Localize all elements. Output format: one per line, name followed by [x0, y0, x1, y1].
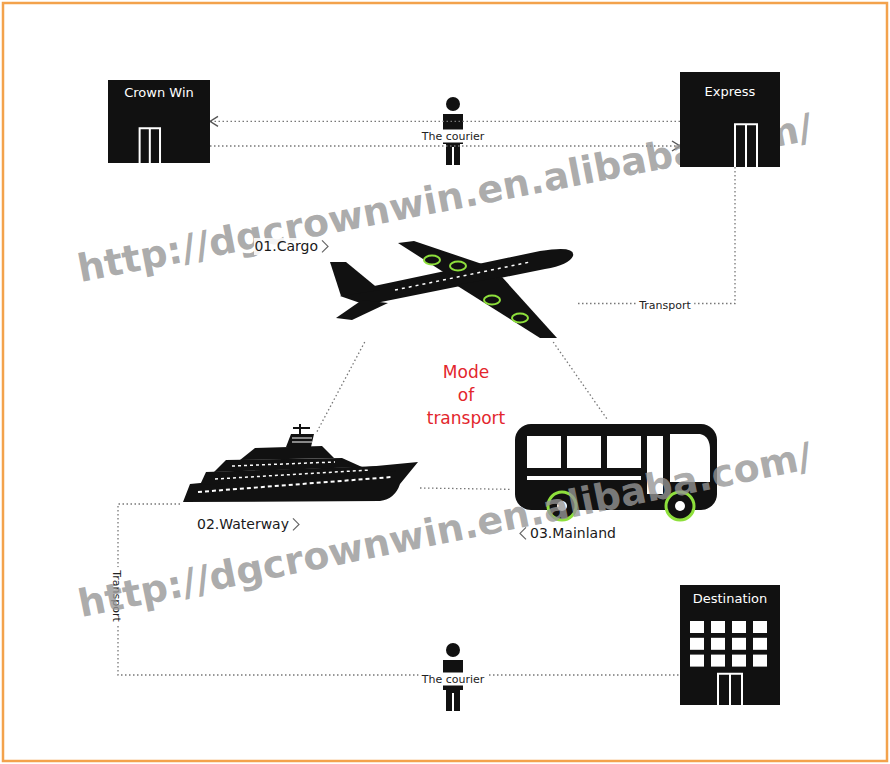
building-label: Destination — [693, 591, 768, 607]
mode-label: 02.Waterway — [197, 516, 289, 533]
window-symbol — [690, 655, 704, 667]
edge-label: Transport — [636, 299, 694, 312]
window-symbol — [711, 638, 725, 650]
mode-label: 01.Cargo — [254, 238, 318, 255]
building-box: Destination — [680, 585, 780, 705]
building-body — [108, 80, 210, 163]
mode-label: 03.Mainland — [530, 525, 616, 542]
door-symbol — [718, 674, 742, 705]
window-symbol — [690, 621, 704, 633]
window-symbol — [711, 621, 725, 633]
window-symbol — [732, 638, 746, 650]
label-anchor: The courier — [419, 668, 488, 687]
edge-label: The courier — [419, 673, 488, 686]
transport-mode: 01.Cargo — [330, 238, 578, 342]
window-symbol — [732, 621, 746, 633]
chevron-mark — [293, 518, 299, 530]
window-symbol — [753, 655, 767, 667]
door-symbol — [735, 124, 757, 167]
cargo-plane — [330, 241, 573, 338]
building-box: Express — [680, 72, 780, 167]
cruise-ship — [183, 424, 418, 502]
dotted-connector — [420, 488, 512, 489]
window-symbol — [690, 638, 704, 650]
center-title: Mode of transport — [414, 361, 518, 430]
dotted-connector — [317, 342, 365, 432]
building-body — [680, 72, 780, 167]
transport-mode: 02.Waterway — [180, 432, 420, 512]
window-symbol — [753, 638, 767, 650]
edge-label: The courier — [419, 130, 488, 143]
label-anchor: Transport — [636, 294, 694, 313]
transport-mode: 03.Mainland — [512, 420, 720, 522]
building-body — [680, 585, 780, 705]
dotted-connector — [553, 342, 607, 420]
door-symbol — [140, 128, 160, 163]
window-symbol — [732, 655, 746, 667]
dotted-connector — [210, 121, 680, 122]
window-symbol — [711, 655, 725, 667]
page-frame — [3, 3, 887, 761]
window-symbol — [753, 621, 767, 633]
building-label: Express — [705, 84, 756, 100]
building-label: Crown Win — [124, 85, 194, 101]
building-box: Crown Win — [108, 80, 210, 163]
label-anchor: Mode of transport — [414, 361, 518, 430]
label-anchor: The courier — [419, 125, 488, 144]
